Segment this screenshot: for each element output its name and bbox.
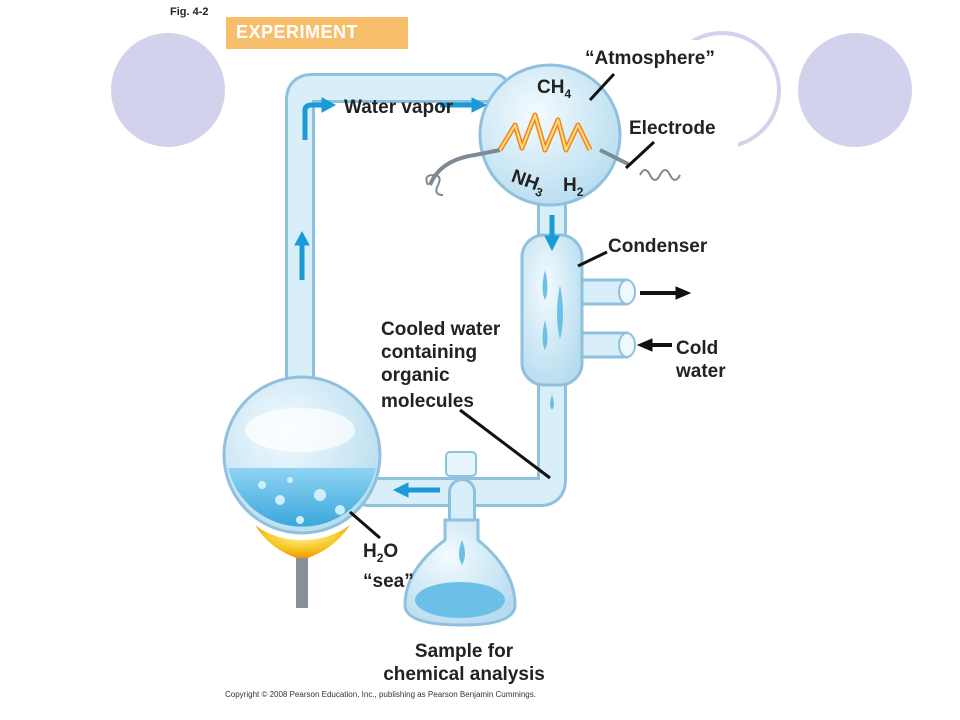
label-atmosphere: “Atmosphere”	[585, 48, 715, 69]
label-condenser: Condenser	[608, 236, 708, 257]
label-electrode: Electrode	[629, 118, 716, 139]
sample-flask	[403, 451, 517, 627]
burner-flame	[255, 525, 350, 608]
label-h2: H2	[563, 175, 584, 199]
coolant-arrows	[636, 286, 692, 352]
experiment-banner: EXPERIMENT	[226, 17, 408, 49]
figure-label: Fig. 4-2	[170, 6, 209, 18]
label-sample: Sample for chemical analysis	[383, 641, 545, 685]
condenser	[520, 233, 636, 410]
label-h2o: H2O	[363, 541, 399, 565]
label-sea: “sea”	[363, 570, 414, 592]
decor-circle-right	[798, 33, 912, 147]
leader-lines	[349, 72, 656, 540]
flow-arrows	[294, 97, 560, 498]
copyright-text: Copyright © 2008 Pearson Education, Inc.…	[225, 690, 536, 699]
label-ch4: CH4	[537, 77, 572, 101]
electrodes	[425, 148, 681, 196]
label-cooled-water: Cooled water containing organic molecule…	[381, 319, 501, 412]
label-h2o-sea: H2O “sea”	[363, 540, 414, 593]
experiment-banner-text: EXPERIMENT	[236, 22, 359, 42]
sea-flask	[222, 375, 382, 535]
label-water-vapor: Water vapor	[344, 97, 454, 118]
decor-circle-left	[111, 33, 225, 147]
label-cold-water: Cold water	[676, 338, 726, 382]
